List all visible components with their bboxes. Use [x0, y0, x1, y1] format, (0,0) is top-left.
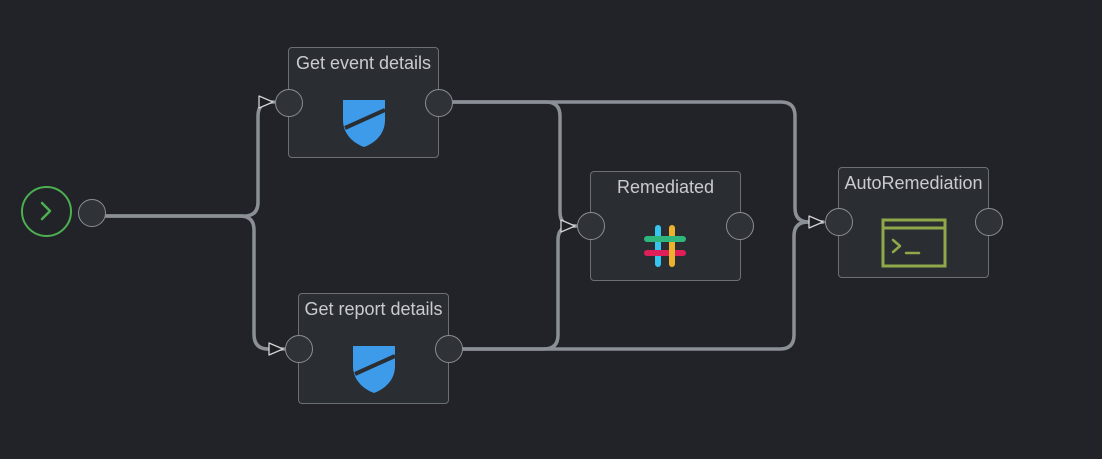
input-port[interactable]	[285, 335, 313, 363]
node-remediated[interactable]: Remediated	[590, 171, 741, 281]
arrow-head-remediated	[560, 219, 576, 233]
node-get-event-details[interactable]: Get event details	[288, 47, 439, 158]
arrow-head-autoremediation	[808, 215, 824, 229]
edge-start-to-get-event-details	[104, 100, 276, 218]
edge-start-to-get-report-details	[104, 214, 286, 351]
output-port[interactable]	[726, 212, 754, 240]
start-output-port[interactable]	[78, 199, 106, 227]
shield-icon	[343, 100, 386, 147]
edge-get-event-details-to-remediated	[451, 100, 578, 228]
input-port[interactable]	[825, 208, 853, 236]
shield-icon	[353, 346, 396, 393]
node-title: Get event details	[295, 53, 432, 73]
node-get-report-details[interactable]: Get report details	[298, 293, 449, 404]
arrow-head-get-event-details	[258, 95, 274, 109]
node-autoremediation[interactable]: AutoRemediation	[838, 167, 989, 278]
start-node[interactable]	[21, 186, 72, 237]
input-port[interactable]	[577, 212, 605, 240]
chevron-right-icon	[40, 201, 52, 221]
slack-icon	[644, 225, 686, 267]
edge-get-report-details-to-remediated	[461, 224, 578, 351]
terminal-icon	[881, 218, 947, 268]
output-port[interactable]	[975, 208, 1003, 236]
output-port[interactable]	[425, 89, 453, 117]
output-port[interactable]	[435, 335, 463, 363]
input-port[interactable]	[275, 89, 303, 117]
node-title: Remediated	[616, 177, 715, 197]
edge-get-report-details-to-autoremediation	[461, 220, 825, 351]
arrow-head-get-report-details	[268, 342, 284, 356]
node-title: Get report details	[304, 299, 443, 319]
node-title: AutoRemediation	[844, 173, 983, 193]
